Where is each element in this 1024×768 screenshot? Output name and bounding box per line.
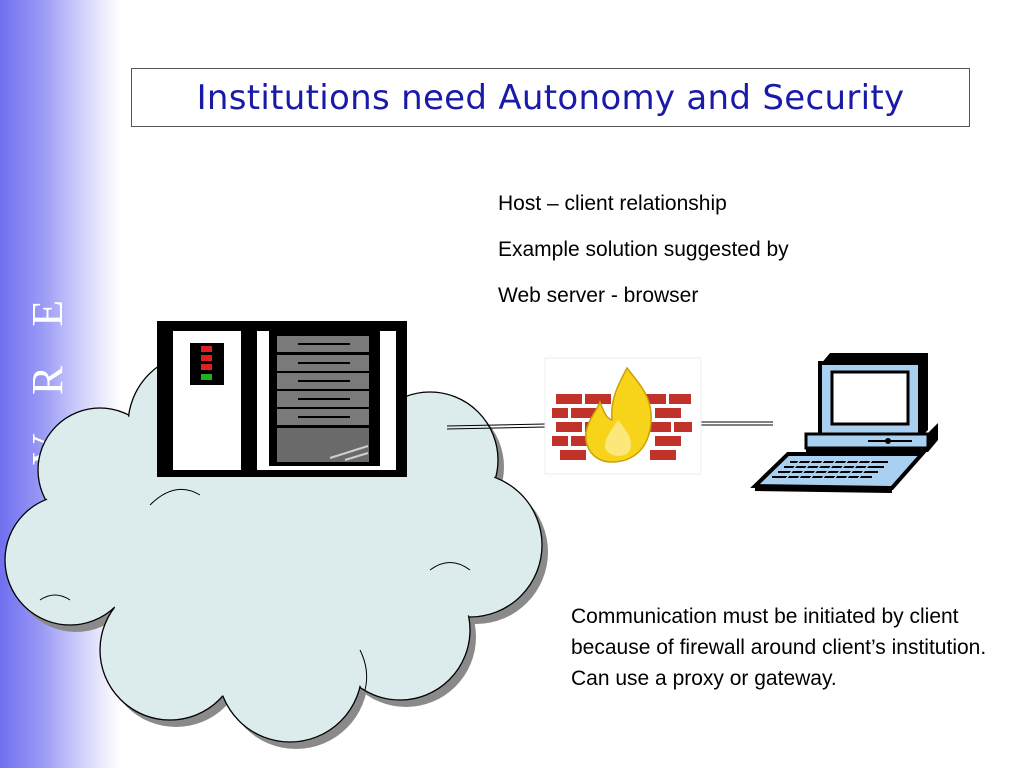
host-client-line-1: Host – client relationship	[498, 192, 727, 215]
slide-title: Institutions need Autonomy and Security	[196, 77, 905, 118]
side-band	[0, 0, 120, 768]
host-client-line-2: Example solution suggested by	[498, 238, 789, 261]
title-box: Institutions need Autonomy and Security	[131, 68, 970, 127]
communication-note: Communication must be initiated by clien…	[571, 605, 987, 690]
connection-lines	[446, 421, 773, 430]
computer-icon	[750, 353, 938, 493]
host-client-line-3: Web server - browser	[498, 284, 699, 307]
firewall-icon	[544, 357, 702, 475]
server-rack-icon	[157, 321, 407, 477]
